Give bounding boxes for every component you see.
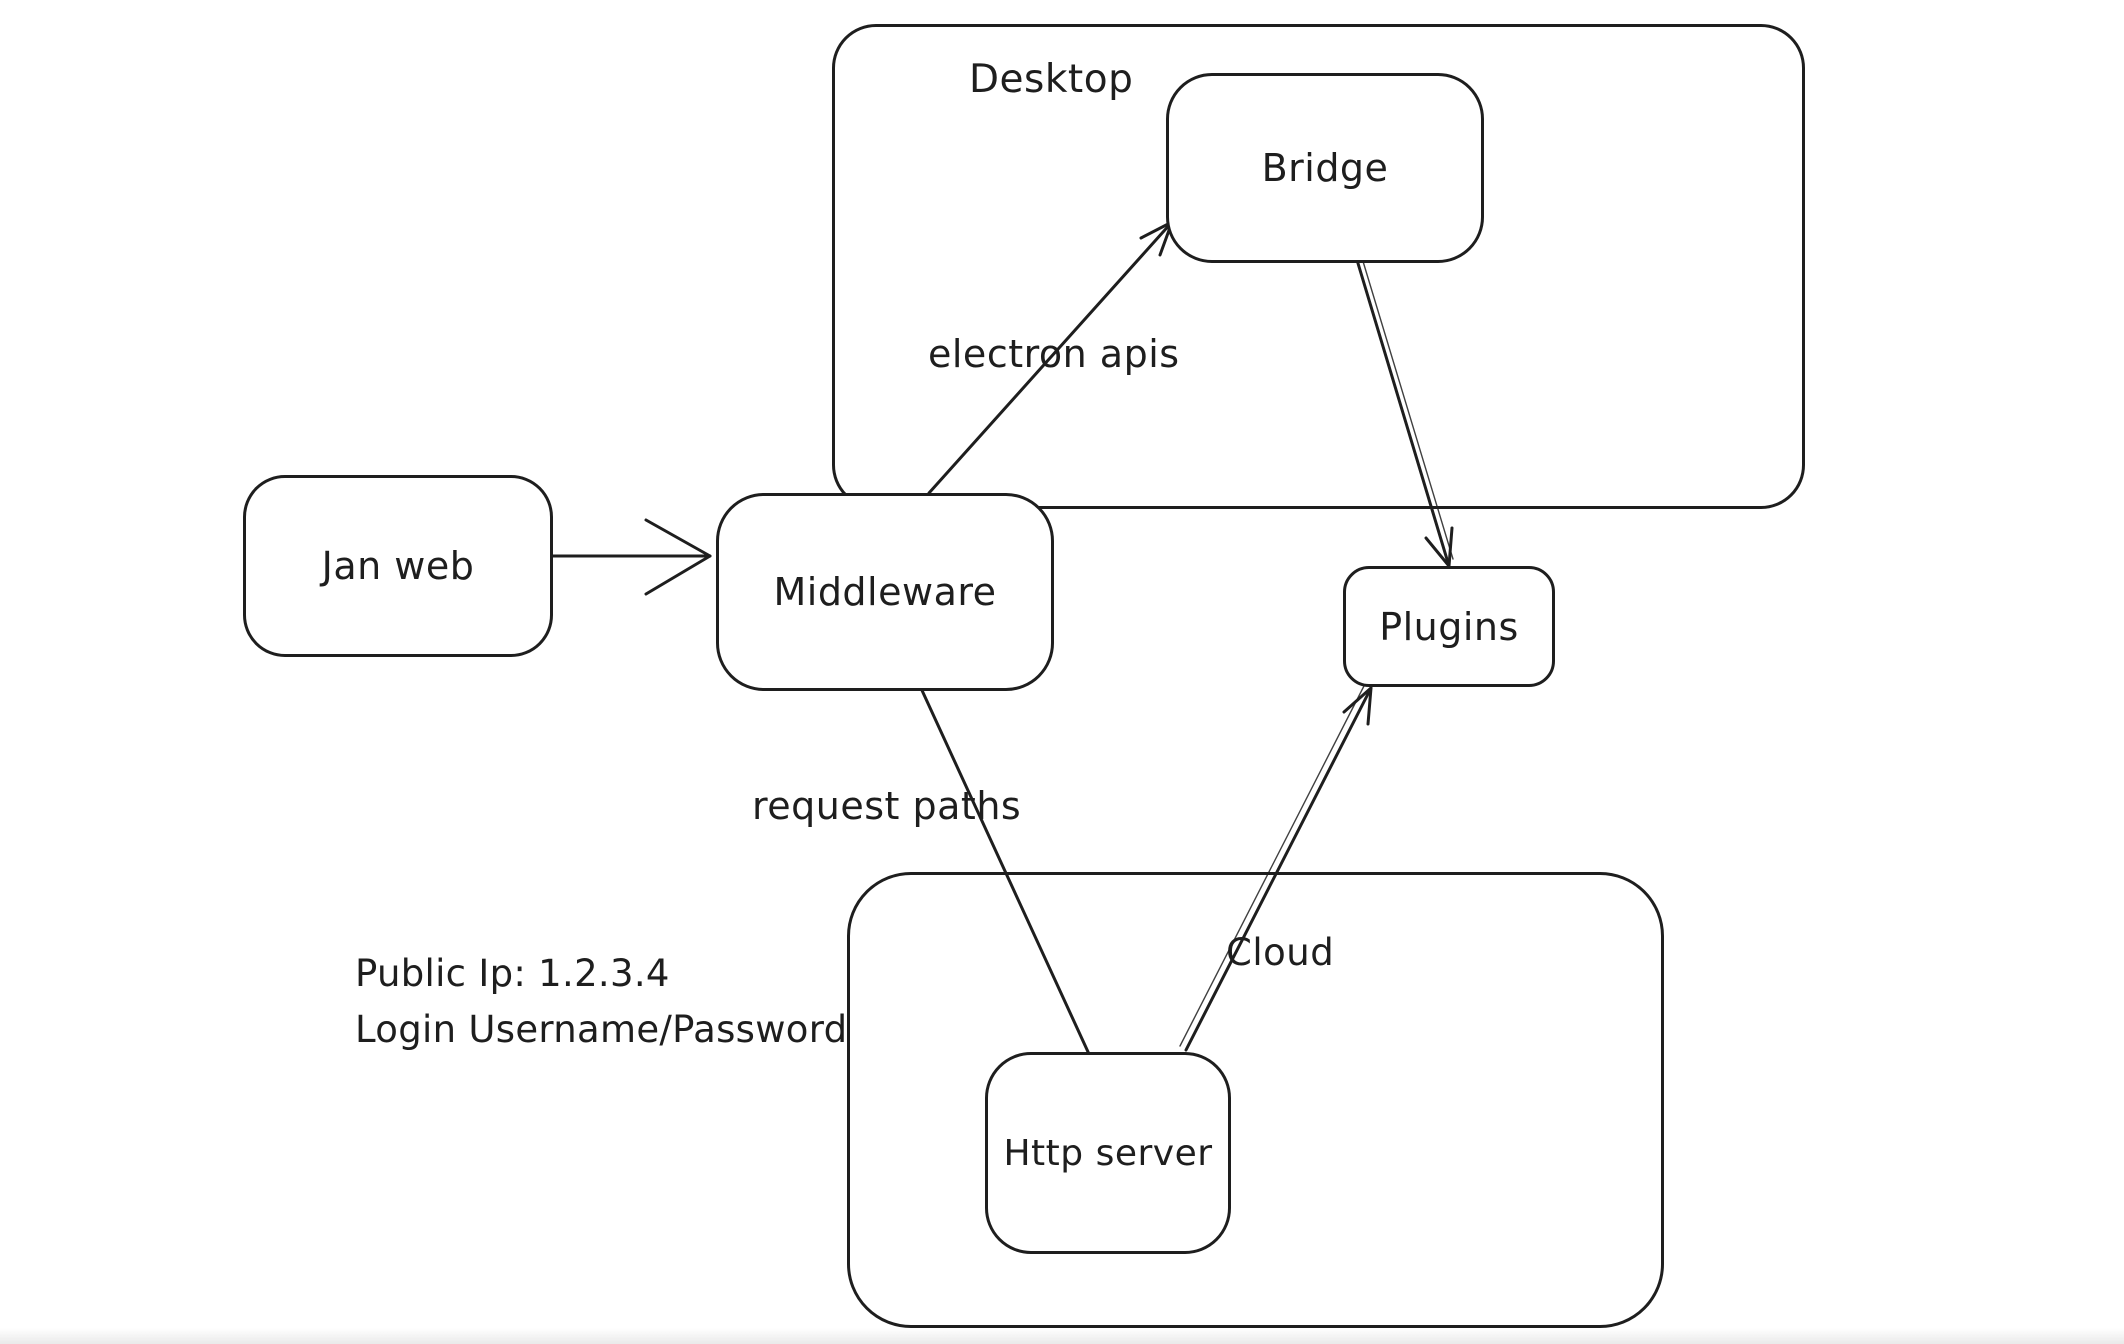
container-desktop: Desktop	[832, 24, 1805, 509]
node-jan-web: Jan web	[243, 475, 553, 657]
node-bridge-label: Bridge	[1261, 146, 1389, 190]
credentials-note-line-public-ip: Public Ip: 1.2.3.4	[355, 952, 670, 995]
node-plugins: Plugins	[1343, 566, 1555, 687]
edge-middleware-bridge	[927, 220, 1174, 495]
credentials-note: Public Ip: 1.2.3.4 Login Username/Passwo…	[355, 946, 847, 1058]
node-jan-web-label: Jan web	[321, 544, 475, 588]
node-http-server-label: Http server	[1003, 1132, 1213, 1174]
edge-label-electron-apis: electron apis	[928, 332, 1180, 376]
node-http-server: Http server	[985, 1052, 1231, 1254]
edge-label-request-paths: request paths	[752, 784, 1022, 828]
edge-bridge-plugins	[1355, 258, 1451, 568]
node-plugins-label: Plugins	[1379, 604, 1519, 649]
edge-janweb-middleware-arrowhead	[644, 518, 712, 596]
container-cloud-label: Cloud	[1226, 931, 1335, 974]
credentials-note-line-login: Login Username/Password	[355, 1008, 848, 1051]
edge-httpserver-plugins-sketch-stroke	[1179, 683, 1366, 1047]
container-cloud: Cloud	[847, 872, 1664, 1328]
node-middleware: Middleware	[716, 493, 1054, 691]
container-desktop-label: Desktop	[969, 57, 1134, 102]
bottom-edge-shade	[0, 1328, 2124, 1344]
node-middleware-label: Middleware	[773, 570, 997, 614]
node-bridge: Bridge	[1166, 73, 1484, 263]
edge-httpserver-plugins	[1184, 686, 1373, 1052]
edge-httpserver-plugins-arrowhead	[1342, 686, 1373, 726]
edge-middleware-httpserver	[918, 684, 1091, 1056]
